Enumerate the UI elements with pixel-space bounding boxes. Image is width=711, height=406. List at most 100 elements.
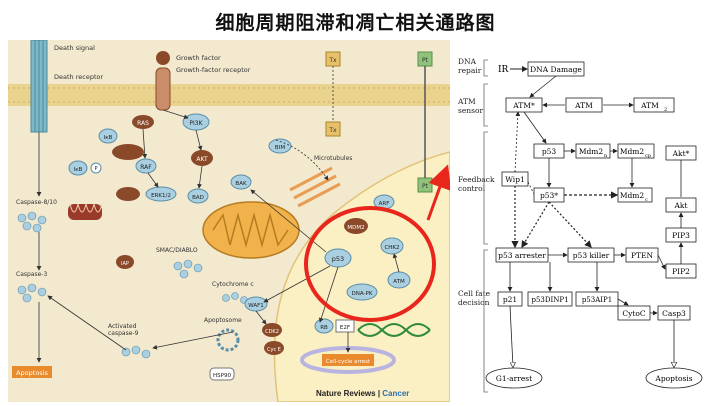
hsp90-box	[209, 367, 235, 381]
apoptosome-ring	[216, 328, 240, 352]
node-bad	[187, 188, 209, 204]
label-atm: ATM	[574, 101, 593, 110]
node-dna-pk	[346, 283, 378, 301]
page-title: 细胞周期阻滞和凋亡相关通路图	[215, 12, 496, 34]
label-smac: SMAC/DIABLO	[156, 247, 198, 254]
label-p53-arrester: p53 arrester	[498, 251, 546, 260]
node-mdm2cp	[617, 143, 655, 159]
drug-tx-box-2	[325, 121, 341, 137]
label-mdm2c: Mdm2	[620, 191, 645, 200]
figure-credit: Nature Reviews | Cancer	[316, 389, 410, 398]
apoptosis-pathway-figure: Death signal Death receptor Growth facto…	[8, 39, 452, 403]
caspase-8-balls	[17, 211, 47, 233]
label-apoptosis: Apoptosis	[654, 374, 692, 383]
nucleus	[273, 151, 451, 403]
label-erk: ERK1/2	[151, 193, 171, 199]
membrane-lipids	[8, 87, 450, 103]
node-ikb	[68, 160, 88, 176]
label-death-signal: Death signal	[54, 44, 95, 52]
label-dna-damage: DNA Damage	[530, 65, 582, 74]
node-cyclin-e	[264, 341, 284, 355]
label-p53-star: p53*	[540, 191, 558, 200]
label-wip1: Wip1	[505, 175, 525, 184]
death-receptor	[30, 39, 48, 133]
label-bak: BAK	[235, 181, 247, 187]
label-raf: RAF	[140, 164, 152, 171]
label-growth-factor-receptor: Growth-factor receptor	[176, 66, 251, 74]
microtubules	[289, 166, 341, 208]
label-ikb: IκB	[74, 167, 83, 173]
label-rb: RB	[320, 325, 328, 331]
label-waf1: WAF1	[248, 303, 264, 309]
node-raf	[135, 158, 157, 174]
network-edges	[507, 75, 684, 367]
smac-balls	[173, 259, 203, 279]
dna-helix	[357, 323, 431, 337]
node-bak	[230, 174, 252, 190]
node-apoptosis	[645, 367, 703, 389]
label-p53: p53	[332, 255, 344, 263]
node-nfkb	[112, 144, 144, 160]
label-cell-cycle-arrest: Cell-cycle arrest	[326, 359, 371, 365]
label-p53-killer: p53 killer	[573, 251, 610, 260]
label-mdm2n: Mdm2	[579, 147, 604, 156]
cell-cycle-arrest-box	[322, 354, 374, 366]
caspase-9-balls	[121, 345, 151, 359]
cell-membrane	[8, 84, 450, 106]
label-apoptosome: Apoptosome	[204, 317, 242, 324]
label-apoptosis: Apoptosis	[16, 369, 48, 377]
pathway-svg: Death signal Death receptor Growth facto…	[8, 39, 452, 403]
bim-microtubule-arrow	[275, 139, 329, 181]
label-pi3k: PI3K	[189, 120, 203, 127]
label-e2f: E2F	[340, 325, 350, 331]
label-bim: BIM	[275, 145, 285, 151]
label-g1-arrest: G1-arrest	[496, 374, 532, 383]
label-mdm2c-sub: c	[645, 197, 648, 203]
label-atm2: ATM	[640, 101, 659, 110]
label-pip2: PIP2	[672, 267, 690, 276]
label-iap: IAP	[121, 261, 129, 267]
node-akt	[665, 197, 697, 213]
label-akt: AKT	[196, 156, 208, 163]
dna-helix-strand-2	[357, 323, 431, 337]
label-p21: p21	[503, 295, 517, 304]
label-pip3: PIP3	[672, 231, 690, 240]
label-mdm2n-sub: n	[604, 153, 608, 159]
node-p53dinp1	[527, 291, 573, 307]
label-caspase-8-10: Caspase-8/10	[16, 199, 57, 206]
label-ikb-top: IκB	[104, 135, 113, 141]
label-pten: PTEN	[631, 251, 654, 260]
label-growth-factor: Growth factor	[176, 54, 221, 62]
label-death-receptor: Death receptor	[54, 73, 103, 81]
node-ras	[132, 115, 154, 129]
label-cyclin-e: Cyc E	[267, 347, 281, 353]
label-akt: Akt	[674, 201, 688, 210]
label-mdm2cp-sub: cp	[645, 153, 651, 159]
p53-highlight-circle	[304, 206, 436, 322]
label-ras: RAS	[137, 120, 149, 127]
node-chk2	[380, 237, 404, 255]
label-pt-2: Pt	[422, 183, 429, 190]
label-p53: p53	[542, 147, 557, 156]
label-casp3: Casp3	[662, 309, 686, 318]
mitochondrion	[202, 201, 300, 259]
node-nfkb-2	[116, 187, 140, 201]
label-p: P	[94, 166, 97, 172]
label-p53dinp1: p53DINP1	[531, 296, 568, 304]
node-atm2	[633, 97, 675, 113]
label-cytochrome-c: Cytochrome c	[212, 281, 254, 288]
pathway-arrows	[36, 109, 400, 363]
label-atm2-sub: 2	[664, 107, 667, 113]
label-p53aip1: p53AIP1	[582, 296, 612, 304]
cytc-balls	[222, 292, 248, 304]
label-dna-pk: DNA-PK	[352, 291, 373, 297]
node-akt	[191, 150, 213, 166]
label-chk2: CHK2	[384, 245, 399, 251]
label-arf: ARF	[379, 201, 390, 207]
label-cytoc: CytoC	[622, 309, 646, 318]
